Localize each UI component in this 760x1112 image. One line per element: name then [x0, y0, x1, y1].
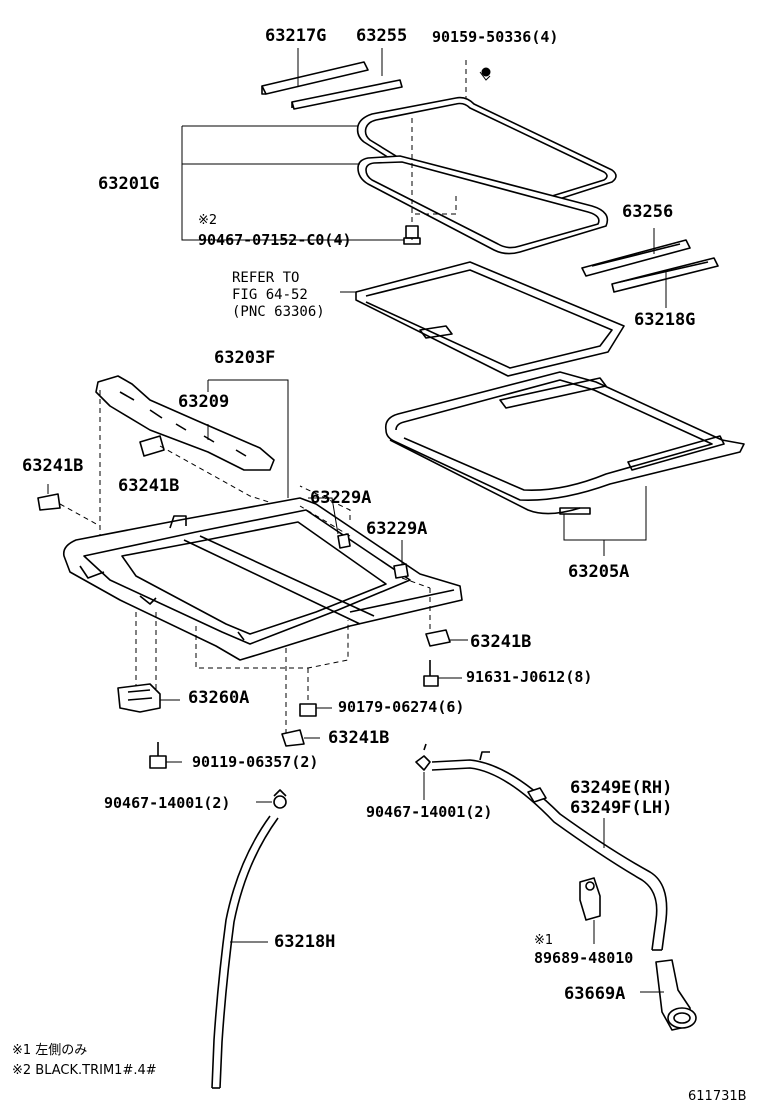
drain-hose-63249e-63249f[interactable] [431, 751, 668, 951]
label-63218g[interactable]: 63218G [634, 310, 696, 330]
rail-63256[interactable] [581, 239, 691, 277]
label-63241b-bottom[interactable]: 63241B [328, 728, 390, 748]
clip-63229a-lower[interactable] [393, 563, 409, 579]
note-marker-2: ※2 [198, 213, 218, 228]
strip-63255[interactable] [291, 79, 403, 110]
label-90467-14001-left[interactable]: 90467-14001(2) [104, 794, 231, 812]
hose-clamp-90467-14001-right[interactable] [415, 743, 431, 771]
clip-small-hose[interactable] [527, 787, 547, 803]
label-63241b-left[interactable]: 63241B [22, 456, 84, 476]
rail-63218g[interactable] [611, 257, 719, 293]
refer-fig-link[interactable]: FIG 64-52 [232, 287, 308, 303]
bolt-90119-06357[interactable] [149, 742, 167, 769]
label-63217g[interactable]: 63217G [265, 26, 327, 46]
hose-clamp-90467-14001-left[interactable] [273, 789, 287, 809]
clip-63241b-bottom[interactable] [281, 729, 305, 747]
glass-panel-63201g[interactable] [356, 96, 617, 221]
nut-90179-06274[interactable] [299, 703, 317, 717]
label-63205a[interactable]: 63205A [568, 562, 630, 582]
label-90467-14001-right[interactable]: 90467-14001(2) [366, 803, 493, 821]
clip-63241b-left[interactable] [37, 493, 61, 511]
label-63255[interactable]: 63255 [356, 26, 408, 46]
drain-hose-63218h[interactable] [211, 815, 279, 1089]
label-63201g[interactable]: 63201G [98, 174, 160, 194]
figure-id: 611731B [688, 1089, 747, 1104]
label-63229a-upper[interactable]: 63229A [310, 488, 372, 508]
housing-frame-63203f[interactable] [62, 497, 463, 661]
label-63669a[interactable]: 63669A [564, 984, 626, 1004]
label-63256[interactable]: 63256 [622, 202, 674, 222]
label-63260a[interactable]: 63260A [188, 688, 250, 708]
label-63241b-upper[interactable]: 63241B [118, 476, 180, 496]
label-63249e-rh[interactable]: 63249E(RH) [570, 778, 673, 798]
note-marker-1: ※1 [534, 933, 554, 948]
grommet-63669a[interactable] [655, 959, 697, 1031]
sunshade-assembly[interactable] [355, 261, 625, 377]
label-90159-50336[interactable]: 90159-50336(4) [432, 28, 559, 46]
clamp-89689-48010[interactable] [579, 877, 601, 921]
clip-63241b-right[interactable] [425, 629, 451, 647]
label-63209[interactable]: 63209 [178, 392, 230, 412]
glass-seal-63201g[interactable] [357, 155, 609, 255]
label-90467-07152-c0[interactable]: 90467-07152-C0(4) [198, 231, 352, 249]
drive-frame-63205a[interactable] [384, 371, 745, 515]
refer-pnc-text: (PNC 63306) [232, 304, 325, 320]
label-63249f-lh[interactable]: 63249F(LH) [570, 798, 673, 818]
nut-90467-07152[interactable] [403, 225, 421, 245]
motor-63260a[interactable] [117, 683, 161, 713]
clip-63229a-upper[interactable] [337, 533, 351, 549]
bolt-91631-j0612[interactable] [423, 660, 439, 687]
label-90179-06274[interactable]: 90179-06274(6) [338, 698, 465, 716]
label-63203f[interactable]: 63203F [214, 348, 276, 368]
label-89689-48010[interactable]: 89689-48010 [534, 949, 634, 967]
label-91631-j0612[interactable]: 91631-J0612(8) [466, 668, 593, 686]
screw-90159-50336[interactable] [479, 67, 491, 81]
refer-to-text: REFER TO [232, 270, 300, 286]
deflector-63209[interactable] [95, 375, 275, 471]
label-63229a-lower[interactable]: 63229A [366, 519, 428, 539]
label-63218h[interactable]: 63218H [274, 932, 336, 952]
clip-63241b-upper[interactable] [139, 435, 165, 457]
label-90119-06357[interactable]: 90119-06357(2) [192, 753, 319, 771]
label-63241b-right[interactable]: 63241B [470, 632, 532, 652]
footnote-1: ※1 左側のみ [12, 1043, 88, 1058]
footnote-2: ※2 BLACK.TRIM1#.4# [12, 1063, 157, 1078]
strip-63217g[interactable] [261, 61, 369, 95]
